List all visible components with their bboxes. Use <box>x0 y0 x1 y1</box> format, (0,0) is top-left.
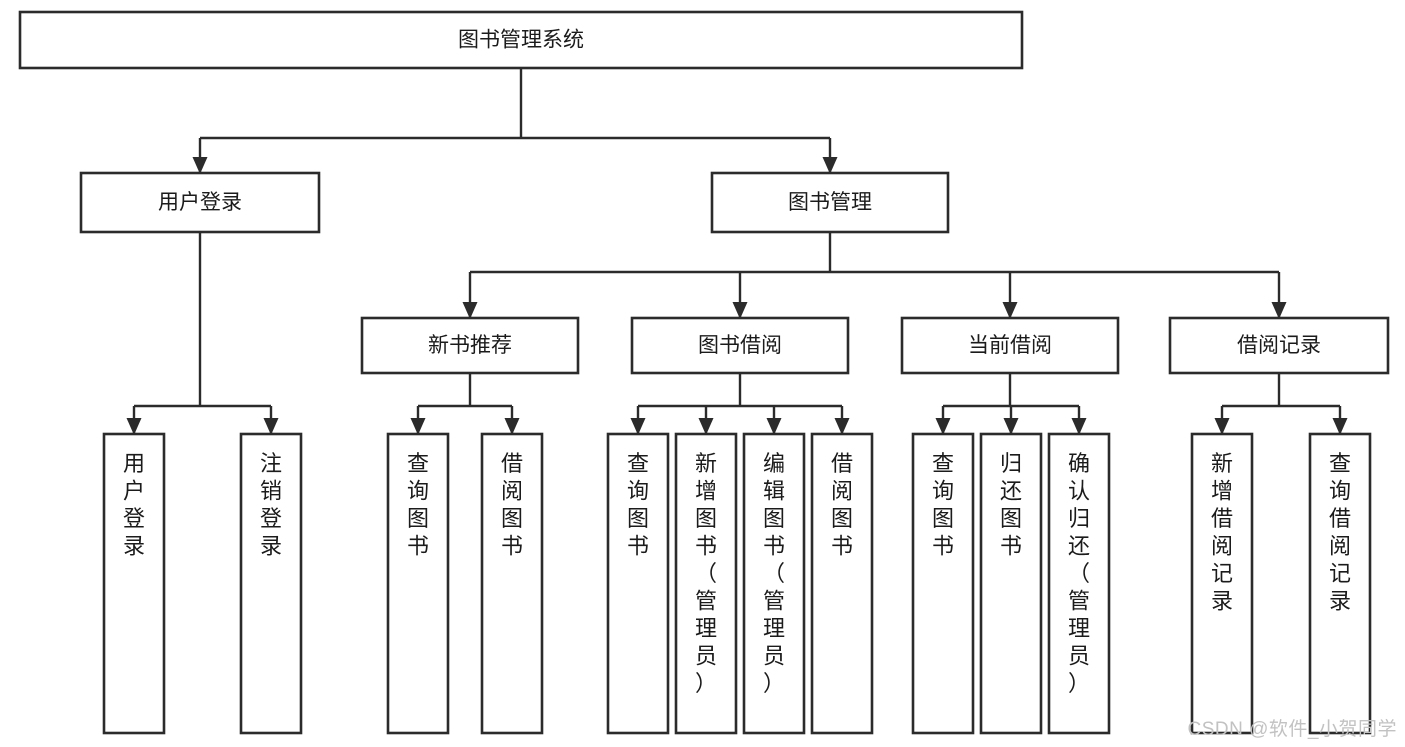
arrow-head <box>1002 302 1018 319</box>
node-box-borrow-record <box>1168 316 1390 375</box>
node-label-leaf-user-logout: 注销登录 <box>260 451 282 559</box>
node-label-leaf-query-record: 查询借阅记录 <box>1329 451 1351 614</box>
nodes-layer: 图书管理系统用户登录图书管理新书推荐图书借阅当前借阅借阅记录用户登录注销登录查询… <box>18 10 1390 735</box>
node-box-leaf-query-book-1 <box>386 432 450 735</box>
node-root[interactable]: 图书管理系统 <box>18 10 1024 70</box>
node-leaf-query-record[interactable]: 查询借阅记录 <box>1308 432 1372 735</box>
arrow-head <box>192 157 208 174</box>
node-box-leaf-query-book-2 <box>606 432 670 735</box>
node-label-leaf-borrow-book-1: 借阅图书 <box>501 451 523 559</box>
node-borrow-record[interactable]: 借阅记录 <box>1168 316 1390 375</box>
node-leaf-borrow-book-2[interactable]: 借阅图书 <box>810 432 874 735</box>
arrow-head <box>263 418 279 435</box>
edge-group-current-borrow <box>935 373 1087 435</box>
csdn-watermark: CSDN @软件_小贺同学 <box>1187 719 1397 740</box>
node-current-borrow[interactable]: 当前借阅 <box>900 316 1120 375</box>
edge-group-user-login <box>126 232 279 435</box>
node-new-book-recommend[interactable]: 新书推荐 <box>360 316 580 375</box>
node-leaf-add-book[interactable]: 新增图书（管理员） <box>674 432 738 735</box>
node-box-leaf-query-record <box>1308 432 1372 735</box>
edge-group-new-book-recommend <box>410 373 520 435</box>
arrow-head <box>630 418 646 435</box>
edge-group-book-borrow <box>630 373 850 435</box>
node-label-book-manage: 图书管理 <box>788 191 872 214</box>
arrow-head <box>1071 418 1087 435</box>
node-leaf-edit-book[interactable]: 编辑图书（管理员） <box>742 432 806 735</box>
node-leaf-query-book-2[interactable]: 查询图书 <box>606 432 670 735</box>
arrow-head <box>1271 302 1287 319</box>
node-label-leaf-query-book-2: 查询图书 <box>627 451 649 559</box>
node-book-borrow[interactable]: 图书借阅 <box>630 316 850 375</box>
node-box-leaf-edit-book <box>742 432 806 735</box>
node-label-leaf-query-book-1: 查询图书 <box>407 451 429 559</box>
node-leaf-borrow-book-1[interactable]: 借阅图书 <box>480 432 544 735</box>
node-label-current-borrow: 当前借阅 <box>968 334 1052 357</box>
node-label-new-book-recommend: 新书推荐 <box>428 334 512 357</box>
node-label-root: 图书管理系统 <box>458 29 584 52</box>
node-box-root <box>18 10 1024 70</box>
node-leaf-query-book-1[interactable]: 查询图书 <box>386 432 450 735</box>
node-book-manage[interactable]: 图书管理 <box>710 171 950 234</box>
arrow-head <box>766 418 782 435</box>
node-box-current-borrow <box>900 316 1120 375</box>
node-label-book-borrow: 图书借阅 <box>698 334 782 357</box>
node-label-leaf-edit-book: 编辑图书（管理员） <box>763 451 785 696</box>
node-label-leaf-user-login: 用户登录 <box>123 451 145 559</box>
edge-group-borrow-record <box>1214 373 1348 435</box>
arrow-head <box>462 302 478 319</box>
arrow-head <box>504 418 520 435</box>
node-label-leaf-add-book: 新增图书（管理员） <box>695 451 717 696</box>
node-box-leaf-borrow-book-1 <box>480 432 544 735</box>
node-box-book-borrow <box>630 316 850 375</box>
node-leaf-query-book-3[interactable]: 查询图书 <box>911 432 975 735</box>
node-box-leaf-add-book <box>674 432 738 735</box>
node-box-leaf-user-login <box>102 432 166 735</box>
node-box-leaf-confirm-return <box>1047 432 1111 735</box>
node-label-leaf-confirm-return: 确认归还（管理员） <box>1068 451 1090 696</box>
node-label-leaf-borrow-book-2: 借阅图书 <box>831 451 853 559</box>
edge-group-root <box>192 68 838 174</box>
arrow-head <box>822 157 838 174</box>
node-box-leaf-query-book-3 <box>911 432 975 735</box>
arrow-head <box>1003 418 1019 435</box>
arrow-head <box>698 418 714 435</box>
node-user-login[interactable]: 用户登录 <box>79 171 321 234</box>
node-leaf-add-record[interactable]: 新增借阅记录 <box>1190 432 1254 735</box>
node-box-leaf-user-logout <box>239 432 303 735</box>
node-label-leaf-add-record: 新增借阅记录 <box>1211 451 1233 614</box>
node-label-leaf-return-book: 归还图书 <box>1000 451 1022 559</box>
arrow-head <box>834 418 850 435</box>
node-leaf-user-logout[interactable]: 注销登录 <box>239 432 303 735</box>
node-leaf-return-book[interactable]: 归还图书 <box>979 432 1043 735</box>
node-label-user-login: 用户登录 <box>158 191 242 214</box>
node-box-new-book-recommend <box>360 316 580 375</box>
node-leaf-user-login[interactable]: 用户登录 <box>102 432 166 735</box>
arrow-head <box>126 418 142 435</box>
arrow-head <box>1332 418 1348 435</box>
arrow-head <box>732 302 748 319</box>
node-box-user-login <box>79 171 321 234</box>
node-label-borrow-record: 借阅记录 <box>1237 334 1321 357</box>
edges-layer <box>126 68 1348 435</box>
arrow-head <box>1214 418 1230 435</box>
arrow-head <box>410 418 426 435</box>
edge-group-book-manage <box>462 232 1287 319</box>
node-label-leaf-query-book-3: 查询图书 <box>932 451 954 559</box>
arrow-head <box>935 418 951 435</box>
node-leaf-confirm-return[interactable]: 确认归还（管理员） <box>1047 432 1111 735</box>
node-box-book-manage <box>710 171 950 234</box>
node-box-leaf-return-book <box>979 432 1043 735</box>
node-box-leaf-borrow-book-2 <box>810 432 874 735</box>
node-box-leaf-add-record <box>1190 432 1254 735</box>
